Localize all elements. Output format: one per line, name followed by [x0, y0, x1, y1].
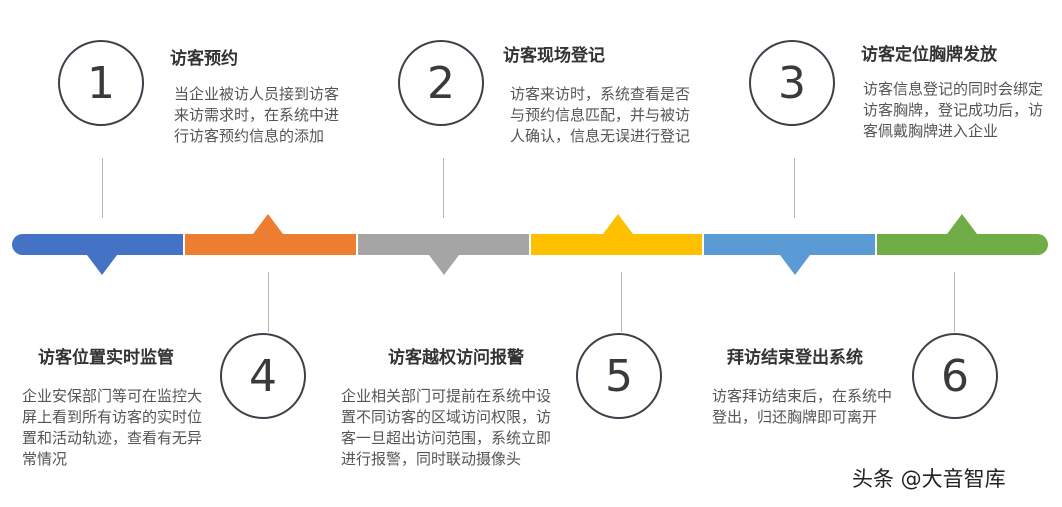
connector-5 [621, 272, 622, 332]
pointer-segment-3 [429, 255, 459, 275]
pointer-segment-1 [87, 255, 117, 275]
pointer-segment-5 [780, 255, 810, 275]
step-4-number-circle: 4 [220, 333, 306, 419]
timeline-segment-5 [704, 234, 875, 255]
step-4-title: 访客位置实时监管 [38, 348, 174, 368]
connector-2 [443, 158, 444, 218]
timeline-segment-3 [358, 234, 529, 255]
step-1-title: 访客预约 [170, 49, 238, 69]
step-6-title: 拜访结束登出系统 [727, 348, 863, 368]
step-5-number-circle: 5 [576, 333, 662, 419]
step-2-title: 访客现场登记 [503, 46, 605, 66]
timeline-segment-6 [877, 234, 1048, 255]
step-2-number-circle: 2 [398, 40, 484, 126]
connector-4 [268, 272, 269, 332]
pointer-segment-4 [603, 214, 633, 234]
timeline-segment-1 [12, 234, 183, 255]
watermark-text: 头条 @大音智库 [852, 467, 1006, 491]
step-2-description: 访客来访时，系统查看是否与预约信息匹配，并与被访人确认，信息无误进行登记 [510, 85, 691, 145]
timeline-segment-2 [185, 234, 356, 255]
step-1-number-circle: 1 [58, 40, 144, 126]
step-4-description: 企业安保部门等可在监控大屏上看到所有访客的实时位置和活动轨迹，查看有无异常情况 [22, 387, 203, 468]
step-3-description: 访客信息登记的同时会绑定访客胸牌，登记成功后，访客佩戴胸牌进入企业 [863, 80, 1044, 140]
connector-1 [102, 158, 103, 218]
step-6-description: 访客拜访结束后，在系统中登出，归还胸牌即可离开 [712, 387, 893, 426]
connector-3 [794, 158, 795, 218]
step-5-description: 企业相关部门可提前在系统中设置不同访客的区域访问权限，访客一旦超出访问范围，系统… [341, 387, 552, 468]
pointer-segment-2 [253, 214, 283, 234]
connector-6 [954, 272, 955, 332]
step-3-number-circle: 3 [749, 40, 835, 126]
step-3-title: 访客定位胸牌发放 [861, 45, 997, 65]
step-5-title: 访客越权访问报警 [388, 348, 524, 368]
step-1-description: 当企业被访人员接到访客来访需求时，在系统中进行访客预约信息的添加 [174, 85, 340, 145]
step-6-number-circle: 6 [912, 333, 998, 419]
pointer-segment-6 [947, 214, 977, 234]
timeline-segment-4 [531, 234, 702, 255]
